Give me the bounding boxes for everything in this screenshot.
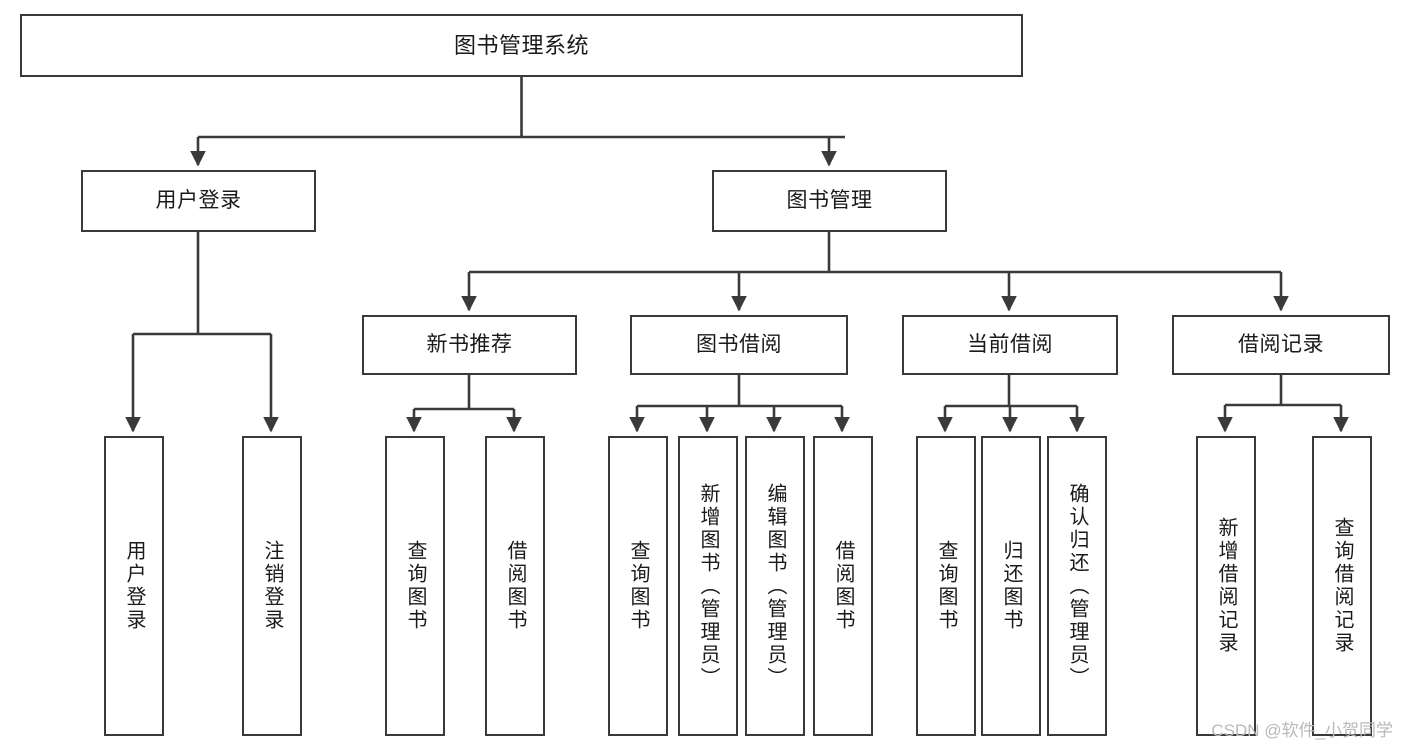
node-label: 查询图书	[404, 540, 426, 632]
node-label: 借阅图书	[504, 540, 526, 632]
node-borrow-record[interactable]: 借阅记录	[1172, 315, 1390, 375]
node-book-borrow[interactable]: 图书借阅	[630, 315, 848, 375]
node-current-borrow[interactable]: 当前借阅	[902, 315, 1118, 375]
leaf-borrow-add-book[interactable]: 新增图书（管理员）	[678, 436, 738, 736]
node-label: 借阅记录	[1238, 332, 1324, 356]
node-label: 查询图书	[627, 540, 649, 632]
leaf-current-query-book[interactable]: 查询图书	[916, 436, 976, 736]
leaf-record-query-record[interactable]: 查询借阅记录	[1312, 436, 1372, 736]
node-label: 图书管理	[786, 188, 873, 212]
node-label: 查询图书	[935, 540, 957, 632]
leaf-user-login-logout[interactable]: 注销登录	[242, 436, 302, 736]
node-label: 新增借阅记录	[1215, 517, 1237, 655]
node-label: 编辑图书（管理员）	[764, 482, 786, 690]
node-label: 借阅图书	[832, 540, 854, 632]
node-book-management[interactable]: 图书管理	[712, 170, 947, 232]
node-label: 查询借阅记录	[1331, 517, 1353, 655]
leaf-current-confirm-return[interactable]: 确认归还（管理员）	[1047, 436, 1107, 736]
node-label: 归还图书	[1000, 540, 1022, 632]
leaf-borrow-borrow-book[interactable]: 借阅图书	[813, 436, 873, 736]
node-label: 新书推荐	[426, 332, 513, 356]
leaf-record-add-record[interactable]: 新增借阅记录	[1196, 436, 1256, 736]
csdn-watermark: CSDN @软件_小贺同学	[1211, 721, 1393, 740]
node-label: 新增图书（管理员）	[697, 482, 719, 690]
leaf-borrow-query-book[interactable]: 查询图书	[608, 436, 668, 736]
node-label: 图书借阅	[696, 332, 782, 356]
leaf-user-login-login[interactable]: 用户登录	[104, 436, 164, 736]
leaf-borrow-edit-book[interactable]: 编辑图书（管理员）	[745, 436, 805, 736]
node-label: 注销登录	[261, 540, 283, 632]
node-label: 当前借阅	[967, 332, 1053, 356]
node-label: 用户登录	[123, 540, 145, 632]
node-root-system[interactable]: 图书管理系统	[20, 14, 1023, 77]
node-label: 用户登录	[155, 188, 242, 212]
node-user-login[interactable]: 用户登录	[81, 170, 316, 232]
node-label: 图书管理系统	[453, 32, 589, 58]
leaf-new-book-query[interactable]: 查询图书	[385, 436, 445, 736]
node-label: 确认归还（管理员）	[1066, 482, 1088, 690]
node-new-book-recommend[interactable]: 新书推荐	[362, 315, 577, 375]
leaf-new-book-borrow[interactable]: 借阅图书	[485, 436, 545, 736]
leaf-current-return-book[interactable]: 归还图书	[981, 436, 1041, 736]
